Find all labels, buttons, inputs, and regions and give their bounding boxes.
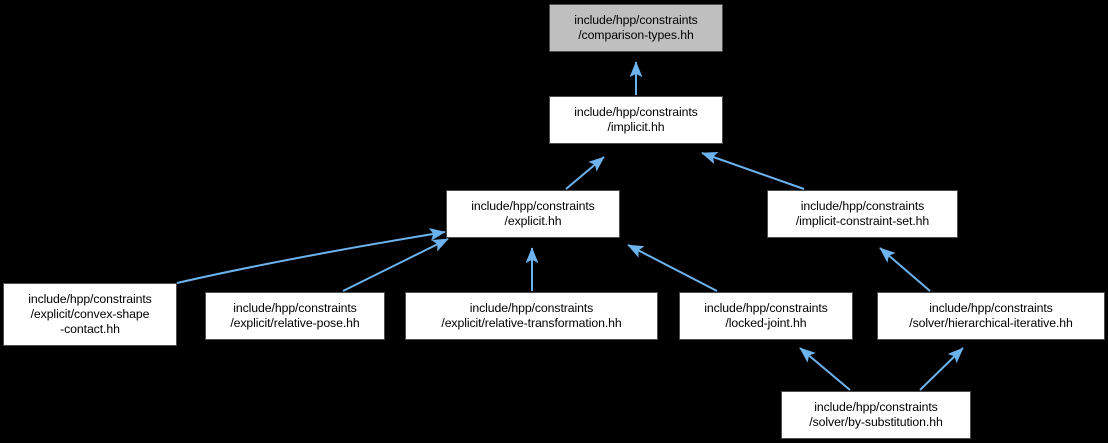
edge-locked-joint-to-explicit [627, 244, 718, 292]
node-label-explicit: include/hpp/constraints /explicit.hh [471, 199, 595, 228]
node-relative-transformation[interactable]: include/hpp/constraints /explicit/relati… [405, 292, 658, 340]
edge-by-substitution-to-hierarchical-iterative [919, 347, 964, 391]
node-label-comparison-types: include/hpp/constraints /comparison-type… [574, 13, 698, 42]
node-label-relative-pose: include/hpp/constraints /explicit/relati… [230, 301, 360, 330]
node-label-locked-joint: include/hpp/constraints /locked-joint.hh [704, 301, 828, 330]
node-label-hierarchical-iterative: include/hpp/constraints /solver/hierarch… [909, 301, 1073, 330]
node-label-convex-shape-contact: include/hpp/constraints /explicit/convex… [28, 292, 152, 336]
node-convex-shape-contact[interactable]: include/hpp/constraints /explicit/convex… [3, 283, 177, 346]
node-implicit-constraint-set[interactable]: include/hpp/constraints /implicit-constr… [767, 190, 958, 238]
node-implicit[interactable]: include/hpp/constraints /implicit.hh [549, 96, 723, 144]
edge-convex-shape-contact-to-explicit [176, 228, 446, 284]
node-locked-joint[interactable]: include/hpp/constraints /locked-joint.hh [679, 292, 853, 340]
edge-by-substitution-to-locked-joint [799, 347, 851, 391]
node-label-by-substitution: include/hpp/constraints /solver/by-subst… [809, 400, 943, 429]
edge-hierarchical-iterative-to-implicit-constraint-set [879, 247, 931, 292]
edge-relative-pose-to-explicit [342, 238, 449, 292]
node-explicit[interactable]: include/hpp/constraints /explicit.hh [446, 190, 620, 238]
node-relative-pose[interactable]: include/hpp/constraints /explicit/relati… [205, 292, 385, 340]
edge-implicit-constraint-set-to-implicit [701, 152, 805, 190]
node-label-relative-transformation: include/hpp/constraints /explicit/relati… [441, 301, 622, 330]
node-comparison-types[interactable]: include/hpp/constraints /comparison-type… [549, 4, 723, 52]
node-hierarchical-iterative[interactable]: include/hpp/constraints /solver/hierarch… [877, 292, 1105, 340]
node-label-implicit-constraint-set: include/hpp/constraints /implicit-constr… [795, 199, 930, 228]
node-by-substitution[interactable]: include/hpp/constraints /solver/by-subst… [781, 391, 971, 439]
node-label-implicit: include/hpp/constraints /implicit.hh [574, 105, 698, 134]
edge-explicit-to-implicit [565, 156, 605, 190]
